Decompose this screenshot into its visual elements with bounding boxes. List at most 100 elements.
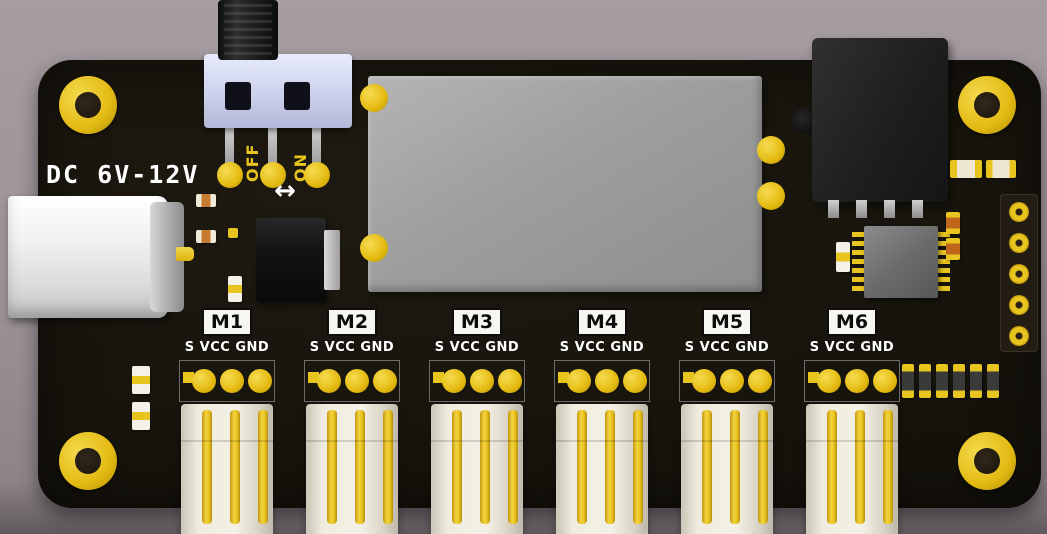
pin-labels: S VCC GND	[559, 340, 645, 355]
module-pad	[757, 136, 785, 164]
smd-resistor	[919, 364, 931, 398]
gold-pad	[220, 369, 244, 393]
pin-labels: S VCC GND	[309, 340, 395, 355]
gold-pad	[873, 369, 897, 393]
gold-pad	[748, 369, 772, 393]
solder-pad-zone	[804, 360, 900, 402]
power-switch-knob	[218, 0, 278, 60]
smd-resistor	[902, 364, 914, 398]
hole-bore	[974, 92, 1000, 118]
pin-labels: S VCC GND	[809, 340, 895, 355]
gold-pad	[595, 369, 619, 393]
servo-connector-m2: M2 S VCC GND	[302, 308, 402, 534]
smd-resistor	[946, 212, 960, 234]
gold-pin	[383, 410, 393, 524]
pin1-square-pad	[808, 372, 819, 383]
component-pin	[912, 200, 923, 218]
gold-pad	[720, 369, 744, 393]
connector-housing	[306, 404, 398, 534]
smd-resistor	[953, 364, 965, 398]
switch-slot	[225, 82, 251, 110]
connector-label: M1	[202, 308, 252, 336]
connector-housing	[556, 404, 648, 534]
connector-label: M5	[702, 308, 752, 336]
switch-on-label: ON	[291, 153, 310, 182]
servo-connector-m4: M4 S VCC GND	[552, 308, 652, 534]
mounting-hole-top-left	[59, 76, 117, 134]
gold-pin	[508, 410, 518, 524]
solder-pad-zone	[554, 360, 650, 402]
gold-pad	[623, 369, 647, 393]
gold-pad	[345, 369, 369, 393]
gold-pad	[470, 369, 494, 393]
gold-pin	[258, 410, 268, 524]
hole-bore	[974, 448, 1000, 474]
pin1-square-pad	[558, 372, 569, 383]
servo-connector-m1: M1 S VCC GND	[177, 308, 277, 534]
connector-label: M6	[827, 308, 877, 336]
connector-housing	[431, 404, 523, 534]
connector-label: M3	[452, 308, 502, 336]
smd-capacitor	[228, 276, 242, 302]
hole-bore	[75, 448, 101, 474]
solder-pad-zone	[179, 360, 275, 402]
gold-pad	[248, 369, 272, 393]
switch-direction-arrow-icon: ↔	[274, 176, 296, 206]
servo-connector-m5: M5 S VCC GND	[677, 308, 777, 534]
smd-resistor	[936, 364, 948, 398]
smd-resistor	[986, 160, 1016, 178]
smd-capacitor	[132, 402, 150, 430]
solder-pad-zone	[679, 360, 775, 402]
servo-connector-m3: M3 S VCC GND	[427, 308, 527, 534]
module-pad	[360, 234, 388, 262]
mounting-hole-top-right	[958, 76, 1016, 134]
connector-label: M2	[327, 308, 377, 336]
mounting-hole-bottom-left	[59, 432, 117, 490]
pin-labels: S VCC GND	[434, 340, 520, 355]
gold-pin	[827, 410, 837, 524]
gold-pin	[202, 410, 212, 524]
pin1-square-pad	[433, 372, 444, 383]
header-pad	[1009, 202, 1029, 222]
shielded-module	[368, 76, 762, 292]
smd-pad	[228, 228, 238, 238]
dc-jack-pin	[176, 247, 194, 261]
smd-resistor	[987, 364, 999, 398]
gold-pin	[702, 410, 712, 524]
smd-resistor	[196, 194, 216, 207]
gold-pad	[692, 369, 716, 393]
hole-bore	[75, 92, 101, 118]
gold-pad	[498, 369, 522, 393]
gold-pad	[567, 369, 591, 393]
gold-pin	[633, 410, 643, 524]
smd-resistor	[196, 230, 216, 243]
gold-pin	[730, 410, 740, 524]
component-pin	[828, 200, 839, 218]
ic-chip	[864, 226, 938, 298]
connector-housing	[681, 404, 773, 534]
gold-pad	[442, 369, 466, 393]
gold-pin	[855, 410, 865, 524]
connector-housing	[181, 404, 273, 534]
header-pad	[1009, 233, 1029, 253]
module-pad	[360, 84, 388, 112]
connector-housing	[806, 404, 898, 534]
switch-solder-pad	[217, 162, 243, 188]
solder-pad-zone	[429, 360, 525, 402]
gold-pin	[230, 410, 240, 524]
voltage-regulator-tab	[324, 230, 340, 290]
smd-capacitor	[132, 366, 150, 394]
pin-labels: S VCC GND	[184, 340, 270, 355]
header-pad	[1009, 326, 1029, 346]
gold-pin	[577, 410, 587, 524]
solder-pad-zone	[304, 360, 400, 402]
module-pad	[757, 182, 785, 210]
gold-pin	[452, 410, 462, 524]
switch-slot	[284, 82, 310, 110]
gold-pad	[373, 369, 397, 393]
gold-pad	[845, 369, 869, 393]
servo-connector-m6: M6 S VCC GND	[802, 308, 902, 534]
gold-pin	[883, 410, 893, 524]
pin-labels: S VCC GND	[684, 340, 770, 355]
